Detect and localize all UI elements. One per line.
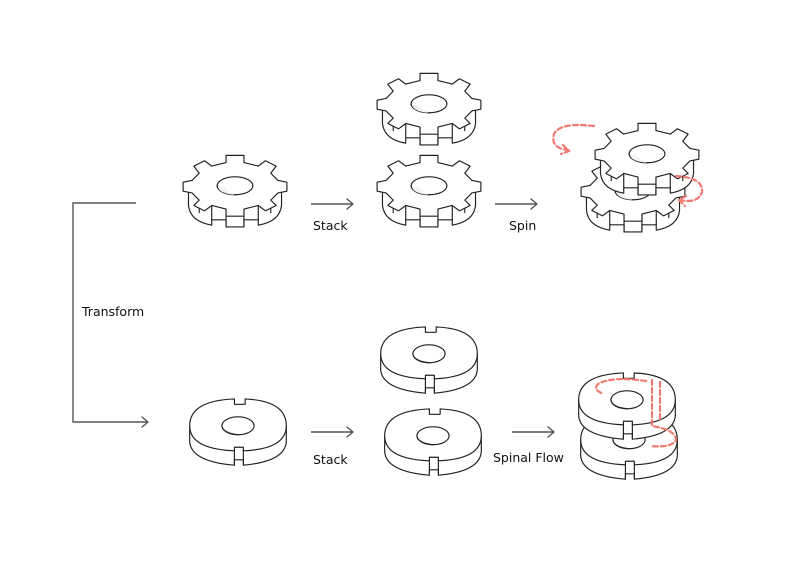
arrow-right-icon xyxy=(310,198,354,210)
arrow-right-icon xyxy=(310,426,354,438)
gear-icon-stacked-lower xyxy=(376,154,482,228)
stack-label-bottom: Stack xyxy=(313,452,348,467)
ring-icon xyxy=(189,398,287,466)
transform-label: Transform xyxy=(81,304,144,319)
spinal-flow-icon xyxy=(594,377,678,448)
ring-icon-stacked-lower xyxy=(384,408,482,476)
gear-row: Stack Spin xyxy=(182,72,704,233)
bracket-arrowhead xyxy=(141,416,149,428)
spin-label: Spin xyxy=(509,218,536,233)
rotation-flow-icon xyxy=(552,123,704,208)
gear-icon xyxy=(182,154,288,228)
arrow-right-icon xyxy=(494,198,538,210)
ring-row: Stack Spinal Flow xyxy=(189,326,678,480)
bracket-icon xyxy=(72,202,148,423)
gear-icon-stacked-upper xyxy=(376,72,482,146)
stack-label-top: Stack xyxy=(313,218,348,233)
ring-icon-stacked-upper xyxy=(380,326,478,394)
transform-bracket: Transform xyxy=(72,202,149,428)
arrow-right-icon xyxy=(511,426,555,438)
gear-icon-spin-upper xyxy=(594,122,700,196)
spinal-flow-label: Spinal Flow xyxy=(493,450,564,465)
